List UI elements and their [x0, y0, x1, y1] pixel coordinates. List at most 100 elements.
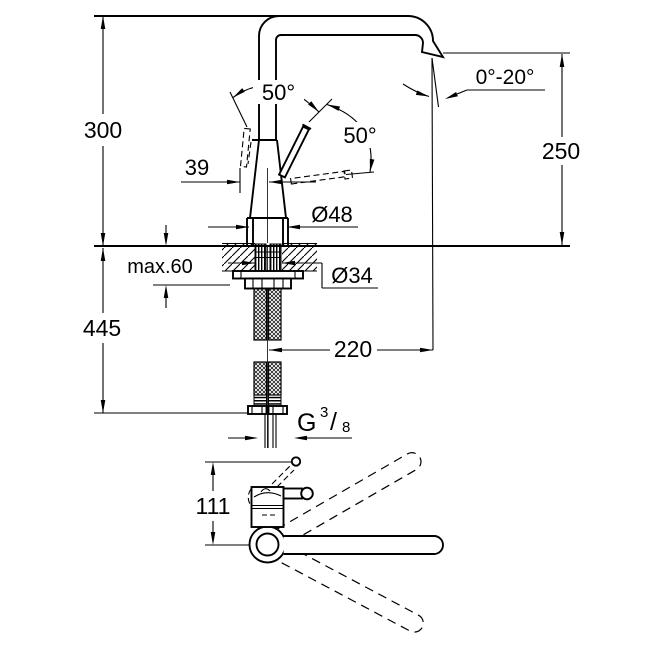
spout-outline [94, 15, 446, 140]
label-bg [464, 64, 546, 88]
dim-250-label: 250 [542, 138, 580, 164]
dimension-250 [443, 52, 570, 245]
label-bg [119, 253, 202, 278]
handle-extension-line [308, 98, 333, 123]
housing-body [250, 486, 285, 528]
hose-braid-left-lower [253, 361, 268, 396]
arrowhead [269, 347, 282, 353]
outlet-extension-line [431, 57, 434, 351]
hose-nut-left [247, 405, 268, 415]
arrowhead [100, 233, 106, 246]
arrowhead [100, 248, 106, 261]
dimension-max60 [153, 225, 230, 308]
arrowhead [327, 104, 340, 111]
handle-lever-cap [302, 123, 312, 130]
arrowhead [559, 54, 565, 67]
arrowhead [163, 233, 169, 246]
base-flange [246, 217, 289, 246]
hose-pipes [264, 414, 277, 448]
counter-slab-edges [222, 242, 317, 272]
dim-220-label: 220 [334, 336, 372, 362]
label-bg [333, 122, 388, 148]
handle-dashed-cap [343, 169, 354, 180]
outlet-tilt-line [431, 57, 440, 108]
dim-39-label: 39 [185, 155, 209, 180]
countertop-section [94, 242, 570, 272]
thread-g-label: G [297, 409, 316, 437]
arrowhead [420, 347, 433, 353]
arrowhead [445, 92, 458, 99]
nut-notches [252, 278, 284, 289]
plan-lever-dashed [271, 465, 295, 488]
plan-housing [247, 486, 285, 528]
dimension-300 [100, 16, 106, 246]
label-bg [80, 315, 125, 341]
stabilizer-washer [232, 270, 304, 280]
thread-denominator-label: 8 [342, 419, 350, 436]
plan-lever-bar [282, 487, 303, 500]
hose-nut-right [267, 405, 288, 415]
hose-braid-left [253, 287, 268, 341]
plan-lever [271, 456, 314, 501]
arrowhead [227, 179, 240, 185]
spout-swivel-dashed-upper [276, 452, 422, 546]
arrowhead [282, 260, 295, 266]
spout-bar-plan [283, 535, 444, 555]
handle-dashed-left [239, 127, 251, 168]
handle-lever-solid [277, 125, 311, 179]
washer-steps [240, 271, 296, 279]
spout-left-outer [258, 15, 280, 140]
label-bg [306, 203, 359, 225]
housing-joint-lines [251, 504, 284, 510]
arrowhead [245, 435, 258, 441]
handle-horizontal-extension [345, 171, 375, 176]
dimension-445 [94, 248, 250, 414]
dim-34-leader [228, 262, 378, 289]
label-bg [182, 156, 212, 179]
label-bg [538, 138, 584, 165]
aerator-angle [402, 57, 545, 351]
label-bg [253, 80, 304, 104]
dimension-dia34 [228, 260, 378, 289]
swivel-base-inner-circle [255, 532, 280, 557]
front-view [94, 15, 570, 448]
max-60-label: max.60 [127, 256, 193, 278]
hose-braid-right [267, 287, 282, 341]
aerator-leader-tail [456, 89, 468, 95]
dia-34-label: Ø34 [331, 263, 373, 288]
dimension-39 [181, 168, 316, 193]
arrowhead [100, 16, 106, 29]
thread-slash-label: / [330, 408, 337, 436]
arrowhead [210, 532, 216, 545]
arrowhead [308, 101, 319, 112]
dim-445-label: 445 [83, 315, 121, 341]
housing-dashed-arc [247, 488, 252, 507]
hose-braid-right-lower [267, 361, 282, 396]
hose-nut-notches [251, 406, 284, 414]
arrowhead [100, 400, 106, 413]
arrowhead [415, 90, 429, 97]
spout-outlet-tip [407, 15, 446, 59]
supply-hoses [247, 287, 288, 448]
handle-lever [277, 98, 333, 179]
arrowhead [242, 260, 255, 266]
dia-48-label: Ø48 [311, 202, 353, 227]
arrowhead [269, 179, 282, 185]
handle-dashed-left-inner [247, 141, 252, 165]
mounting-nut [244, 277, 292, 290]
handle-alt-positions [229, 91, 375, 185]
dim-111-label: 111 [196, 493, 231, 519]
arrowhead [236, 224, 249, 230]
handle-left-extension [229, 91, 248, 128]
label-bg [326, 265, 379, 286]
angle-50-left-label: 50° [262, 80, 295, 105]
arrowhead [233, 88, 245, 98]
dimension-111 [210, 462, 216, 545]
counter-hatch-left [222, 243, 255, 271]
plan-lever-dashed-knob [290, 456, 302, 467]
arrowhead [294, 435, 307, 441]
dimension-g38 [228, 435, 352, 441]
aerator-angle-label: 0°-20° [476, 66, 535, 89]
angle-50-right-label: 50° [343, 123, 376, 148]
